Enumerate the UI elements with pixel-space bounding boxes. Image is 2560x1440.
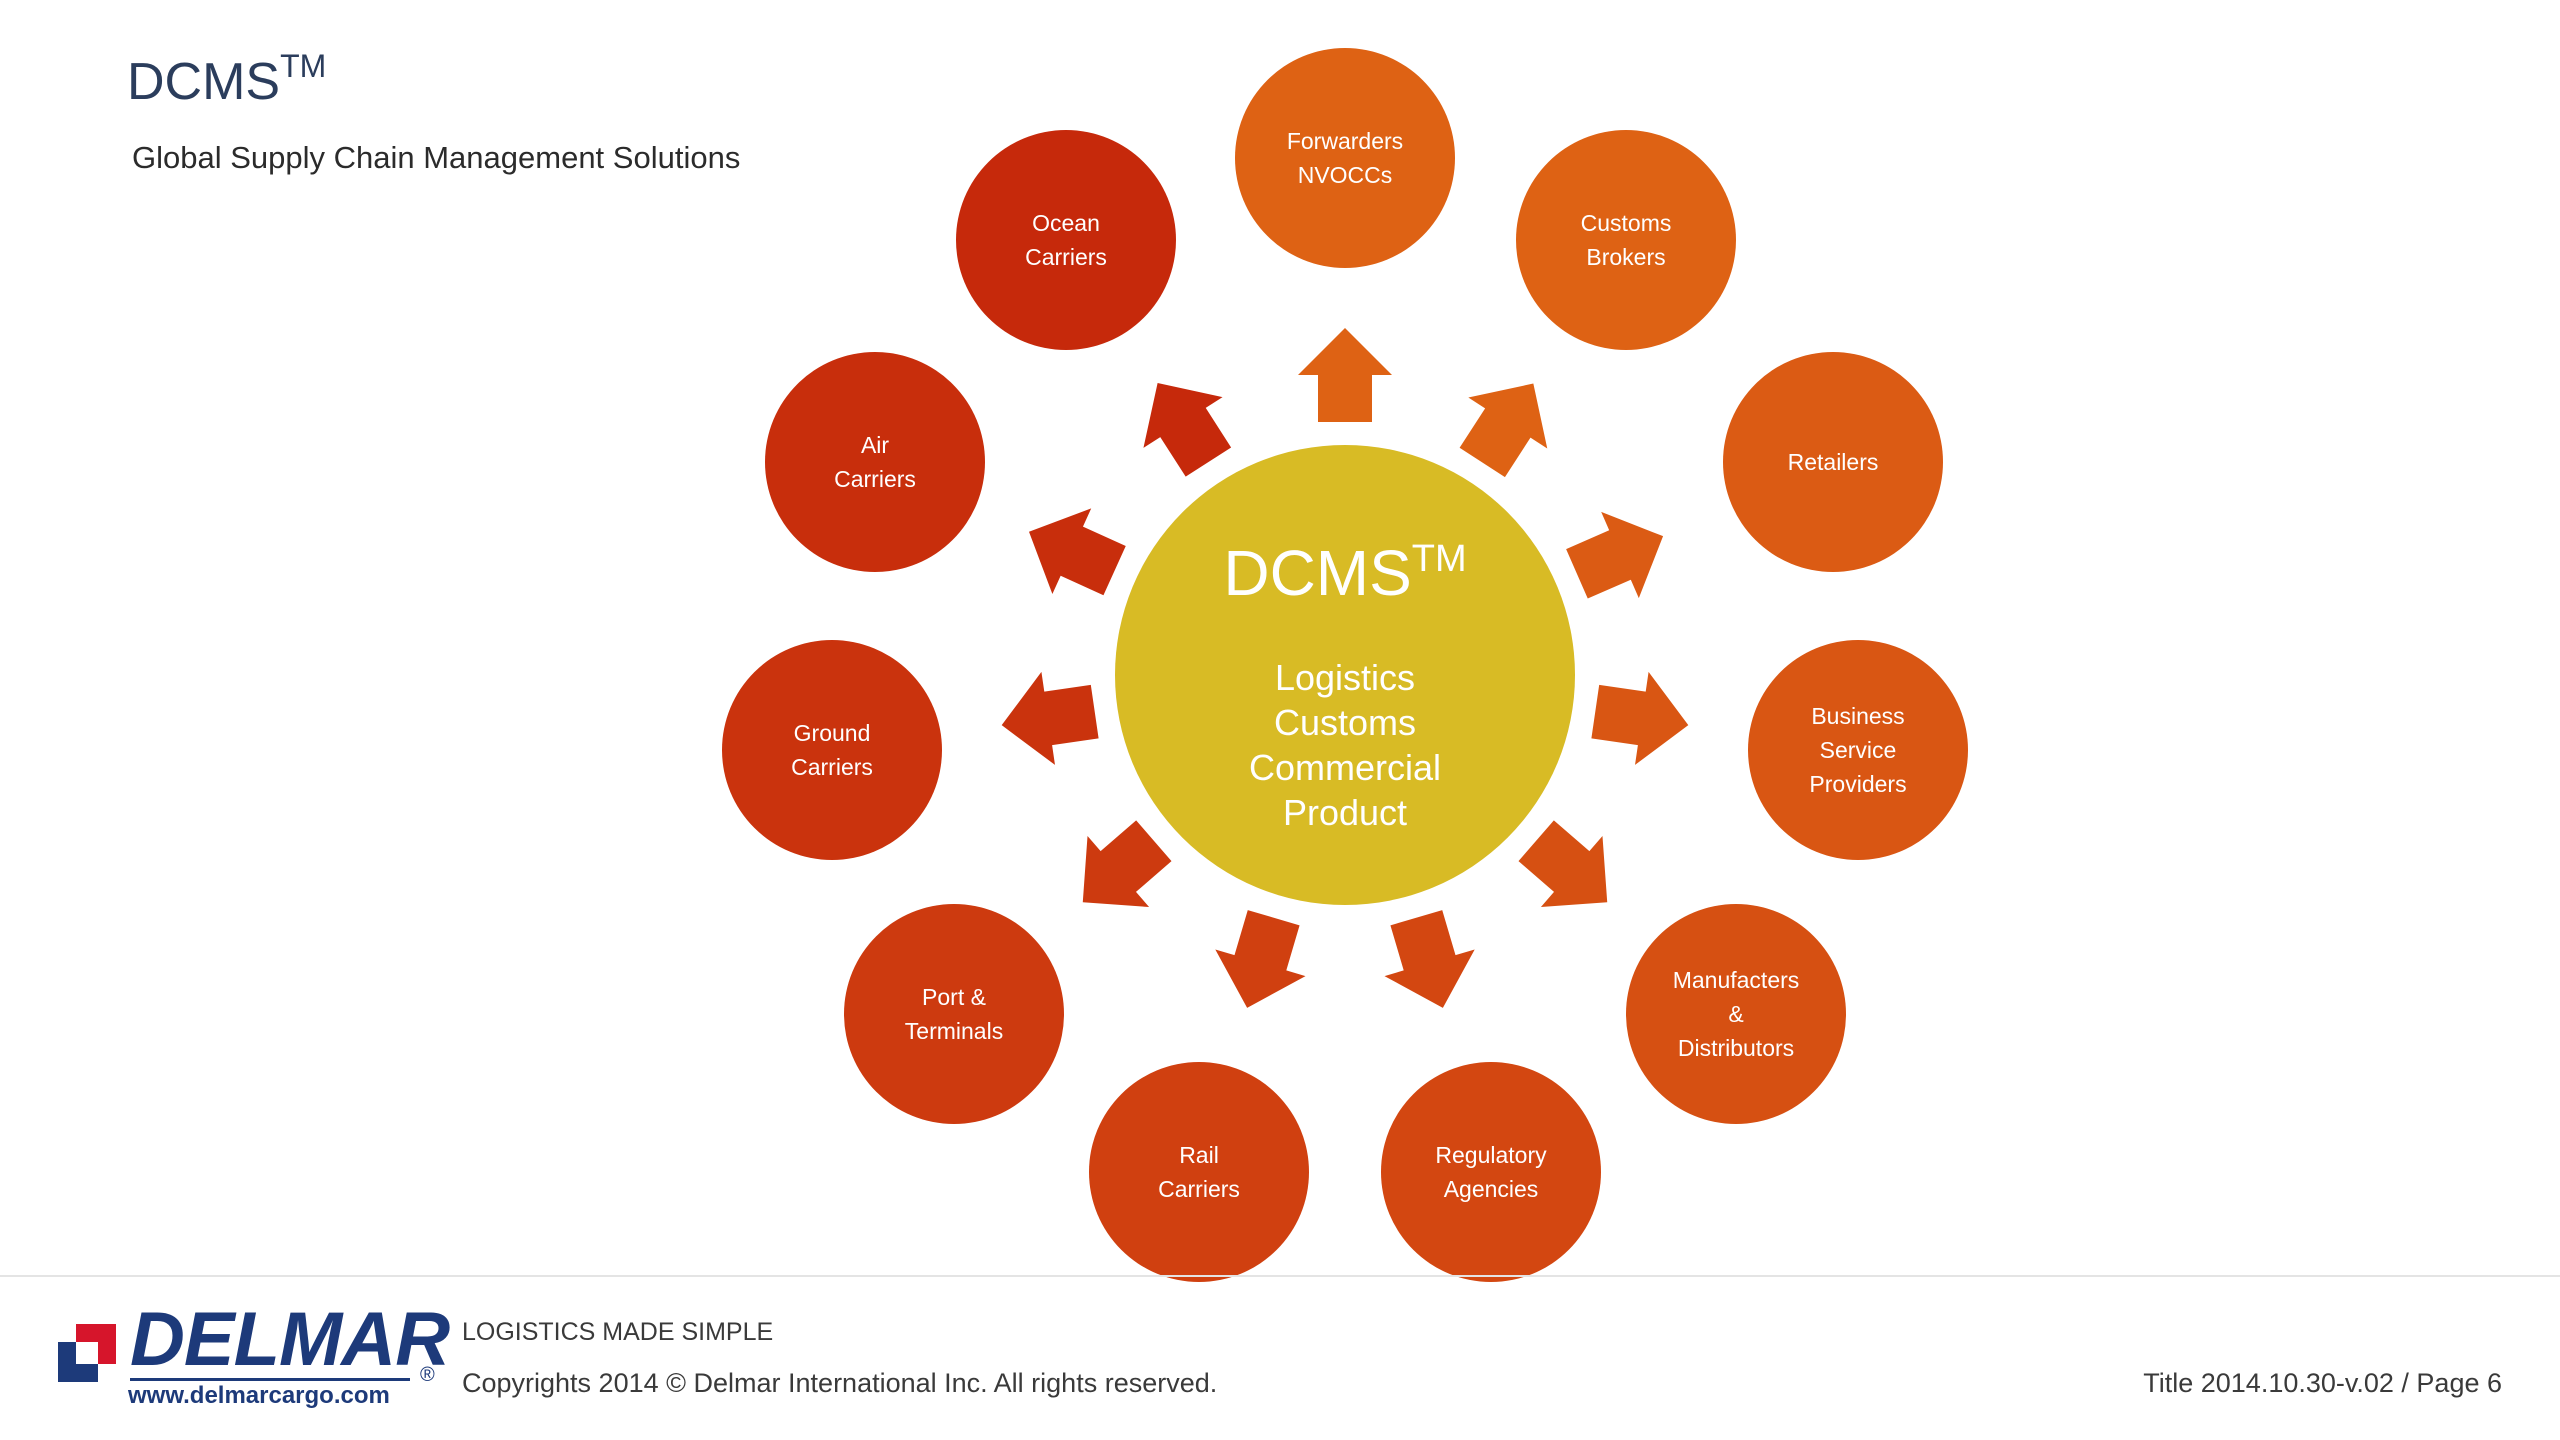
direction-arrow-icon xyxy=(1298,328,1392,422)
direction-arrow-icon xyxy=(1566,511,1664,599)
stakeholder-node xyxy=(1723,352,1943,572)
stakeholder-node xyxy=(844,904,1064,1124)
direction-arrow-icon xyxy=(1215,910,1306,1008)
slide-title: DCMSTM xyxy=(127,47,327,111)
center-hub-label-line: Logistics xyxy=(1275,657,1415,698)
stakeholder-label-line: Air xyxy=(861,432,889,458)
stakeholder-label-line: Service xyxy=(1820,737,1897,763)
logo-mark-icon xyxy=(58,1324,116,1382)
stakeholder-label-line: Carriers xyxy=(834,466,916,492)
stakeholder-label-line: Carriers xyxy=(1158,1176,1240,1202)
center-hub-label-line: Product xyxy=(1283,792,1407,833)
center-hub xyxy=(1115,445,1575,905)
stakeholder-label-line: Agencies xyxy=(1444,1176,1539,1202)
direction-arrow-icon xyxy=(1384,910,1475,1008)
stakeholder-label-line: Carriers xyxy=(791,754,873,780)
stakeholder-node xyxy=(1381,1062,1601,1282)
stakeholder-label-line: Carriers xyxy=(1025,244,1107,270)
footer-divider xyxy=(0,1275,2560,1277)
stakeholder-label-line: Port & xyxy=(922,984,986,1010)
stakeholder-node xyxy=(1235,48,1455,268)
center-hub-label-line: Customs xyxy=(1274,702,1416,743)
stakeholder-node xyxy=(1748,640,1968,860)
stakeholder-node xyxy=(956,130,1176,350)
direction-arrow-icon xyxy=(1028,508,1126,596)
direction-arrow-icon xyxy=(1143,382,1232,477)
center-hub-trademark: TM xyxy=(1412,538,1467,580)
stakeholder-label-line: Distributors xyxy=(1678,1035,1794,1061)
direction-arrow-icon xyxy=(1518,820,1608,908)
center-hub-label-line: Commercial xyxy=(1249,747,1441,788)
center-hub-title-text: DCMS xyxy=(1223,537,1411,609)
stakeholder-label-line: Brokers xyxy=(1586,244,1665,270)
stakeholder-label-line: Ocean xyxy=(1032,210,1100,236)
stakeholder-label-line: Business xyxy=(1811,703,1904,729)
direction-arrow-icon xyxy=(1591,671,1689,765)
stakeholder-label-line: Regulatory xyxy=(1435,1142,1547,1168)
stakeholder-label-line: Rail xyxy=(1179,1142,1219,1168)
stakeholder-label-line: Ground xyxy=(794,720,871,746)
stakeholder-node xyxy=(1626,904,1846,1124)
logo-url: www.delmarcargo.com xyxy=(128,1382,390,1409)
footer-tagline: LOGISTICS MADE SIMPLE xyxy=(462,1318,774,1346)
logo-rule xyxy=(130,1378,410,1381)
stakeholder-label: Port & Terminals xyxy=(905,984,1003,1044)
stakeholder-label: Manufacters & Distributors xyxy=(1673,967,1800,1061)
footer-page-reference: Title 2014.10.30-v.02 / Page 6 xyxy=(2143,1368,2502,1398)
stakeholder-label-line: Retailers xyxy=(1788,449,1879,475)
delmar-logo: DELMAR ® www.delmarcargo.com xyxy=(58,1302,450,1418)
stakeholder-label-line: Customs xyxy=(1581,210,1672,236)
stakeholder-node xyxy=(722,640,942,860)
stakeholder-label: Retailers xyxy=(1788,449,1879,475)
direction-arrow-icon xyxy=(1082,820,1172,908)
direction-arrow-icon xyxy=(1459,383,1548,478)
slide-subtitle: Global Supply Chain Management Solutions xyxy=(132,140,741,175)
trademark-mark: TM xyxy=(280,47,327,84)
center-hub-title: DCMSTM xyxy=(1223,537,1466,609)
stakeholder-node xyxy=(765,352,985,572)
logo-wordmark: DELMAR xyxy=(130,1297,450,1382)
direction-arrow-icon xyxy=(1001,671,1099,765)
stakeholder-node xyxy=(1516,130,1736,350)
stakeholder-label-line: Terminals xyxy=(905,1018,1003,1044)
stakeholder-label-line: Providers xyxy=(1809,771,1906,797)
stakeholder-label-line: NVOCCs xyxy=(1298,162,1393,188)
stakeholder-label-line: Forwarders xyxy=(1287,128,1403,154)
footer-copyright: Copyrights 2014 © Delmar International I… xyxy=(462,1368,1218,1398)
registered-mark: ® xyxy=(420,1364,435,1386)
stakeholder-label-line: & xyxy=(1728,1001,1743,1027)
stakeholder-node xyxy=(1089,1062,1309,1282)
stakeholder-label-line: Manufacters xyxy=(1673,967,1800,993)
